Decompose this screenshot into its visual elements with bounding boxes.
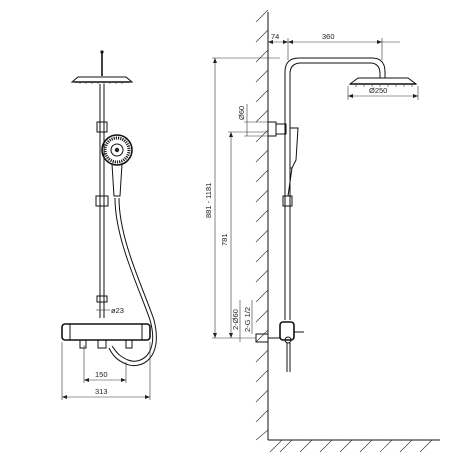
front-view: ø23 150 313 <box>61 50 157 400</box>
dim-wall-offset-label: 74 <box>271 32 279 41</box>
dim-total-width-label: 313 <box>95 387 108 396</box>
side-riser-and-arm <box>255 57 418 372</box>
riser-pipe <box>95 84 109 318</box>
side-dimensions: 74 360 Ø250 881 - 1181 781 Ø60 <box>204 32 419 342</box>
wall-hatching <box>255 9 440 453</box>
dim-total-height-label: 881 - 1181 <box>204 183 213 218</box>
dim-head-diameter-label: Ø250 <box>369 86 387 95</box>
side-view: 74 360 Ø250 881 - 1181 781 Ø60 <box>204 9 440 453</box>
dim-valve-height-label: 781 <box>220 233 229 246</box>
dim-escutcheon-label: Ø60 <box>237 106 246 120</box>
shower-hose <box>108 197 157 367</box>
front-dimensions: ø23 150 313 <box>61 306 151 400</box>
overhead-shower-head <box>70 50 134 84</box>
dim-arm-length-label: 360 <box>322 32 335 41</box>
dim-thread-label: 2-G 1/2 <box>243 307 252 332</box>
thermostatic-mixer <box>61 323 151 349</box>
dim-hose-width-label: 150 <box>95 370 108 379</box>
hand-shower-head <box>101 134 133 197</box>
dim-pipe-diameter-label: ø23 <box>111 306 124 315</box>
dim-inlets-label: 2-Ø60 <box>231 309 240 330</box>
